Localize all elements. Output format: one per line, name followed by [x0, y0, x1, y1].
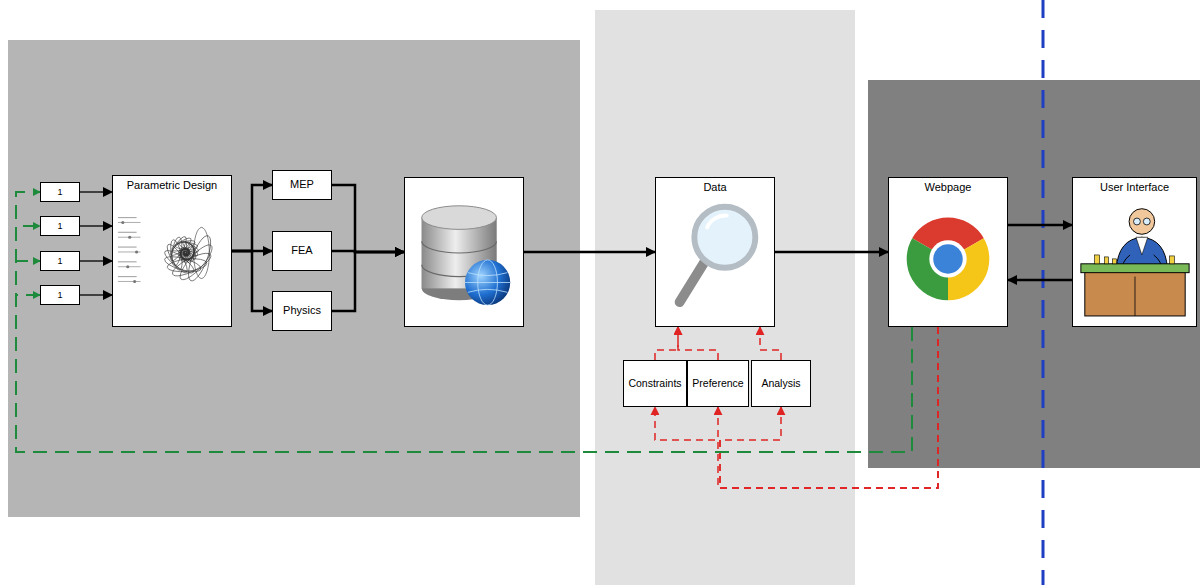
webpage-box: Webpage — [888, 177, 1008, 327]
box-heading: User Interface — [1100, 181, 1169, 194]
filter-line — [678, 327, 718, 360]
box-label: 1 — [57, 256, 62, 267]
process-box: Parametric Design — [112, 175, 232, 327]
filter-box: Constraints — [623, 360, 686, 407]
flow-arrow — [80, 225, 112, 226]
magnifier-icon — [656, 178, 774, 326]
spiral-illustration — [113, 176, 231, 326]
filter-box: Analysis — [751, 360, 811, 407]
flow-arrow — [232, 251, 272, 311]
flow-arrow — [332, 185, 404, 252]
box-heading: Parametric Design — [127, 179, 217, 192]
filter-box: Preference — [687, 360, 748, 407]
flow-arrow — [332, 252, 404, 311]
box-label: Analysis — [761, 377, 800, 390]
filter-line — [718, 327, 938, 488]
design-panel — [8, 40, 580, 517]
user-box: User Interface — [1072, 177, 1197, 327]
filter-line — [655, 327, 678, 360]
flow-arrow — [232, 185, 272, 251]
box-label: Preference — [692, 377, 743, 390]
filter-line — [655, 327, 938, 488]
flow-arrow — [1008, 224, 1072, 227]
flow-arrow — [80, 191, 112, 192]
filter-line — [760, 327, 781, 360]
analysis-box: Physics — [272, 291, 332, 331]
input-box: 1 — [40, 285, 80, 305]
filter-line — [720, 327, 938, 488]
input-box: 1 — [40, 251, 80, 271]
data-box: Data — [655, 177, 775, 327]
analysis-box: MEP — [272, 170, 332, 200]
database-box — [404, 177, 524, 327]
flow-arrow — [80, 260, 112, 261]
flow-arrow — [775, 251, 888, 254]
boundary-line — [1042, 0, 1045, 585]
web-panel — [868, 80, 1200, 468]
box-label: MEP — [290, 178, 314, 191]
browser-logo — [889, 178, 1007, 326]
box-label: 1 — [57, 187, 62, 198]
box-label: 1 — [57, 290, 62, 301]
input-box: 1 — [40, 182, 80, 202]
data-panel — [595, 10, 855, 585]
user-at-desk — [1073, 178, 1196, 326]
flow-arrow — [524, 251, 655, 254]
box-label: FEA — [291, 244, 312, 257]
input-box: 1 — [40, 216, 80, 236]
box-heading: Webpage — [925, 181, 972, 194]
flow-arrow — [1008, 279, 1072, 282]
box-heading: Data — [703, 181, 726, 194]
database-icon — [405, 178, 523, 326]
box-label: 1 — [57, 221, 62, 232]
box-label: Constraints — [628, 377, 681, 390]
analysis-box: FEA — [272, 231, 332, 271]
box-label: Physics — [283, 304, 321, 317]
flow-arrow — [80, 294, 112, 295]
